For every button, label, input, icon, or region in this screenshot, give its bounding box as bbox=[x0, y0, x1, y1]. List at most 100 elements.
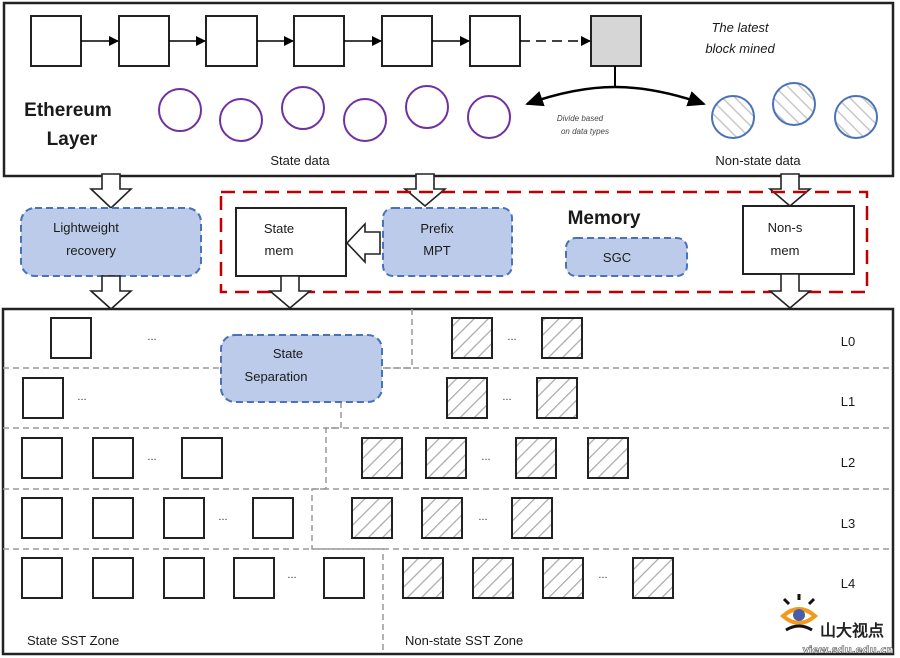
state-data-circle bbox=[281, 86, 325, 130]
state-sst bbox=[22, 377, 64, 419]
latest-block-label-line1: The latest bbox=[711, 20, 769, 35]
watermark-url: view.sdu.edu.cn bbox=[802, 645, 893, 656]
non-state-mem bbox=[742, 205, 855, 275]
prefix-mpt-module bbox=[382, 207, 513, 277]
non-state-sst bbox=[536, 377, 578, 419]
middle-layer: Lightweight recovery Memory State mem Pr… bbox=[20, 173, 869, 311]
non-state-sst bbox=[421, 497, 463, 539]
state-data-circle bbox=[467, 95, 511, 139]
storage-layer: ... ... L0 State Separation ... ... L1 .… bbox=[1, 307, 895, 656]
ethereum-layer-title-line2: Layer bbox=[47, 129, 98, 150]
ellipsis: ... bbox=[507, 331, 516, 343]
state-mem bbox=[235, 207, 347, 277]
non-state-sst-zone-label: Non-state SST Zone bbox=[405, 633, 523, 648]
state-sst bbox=[181, 437, 223, 479]
block bbox=[30, 15, 82, 67]
level-label: L2 bbox=[841, 455, 855, 470]
zone-separator bbox=[383, 309, 413, 369]
lightweight-recovery-line2: recovery bbox=[66, 243, 116, 258]
non-state-sst bbox=[425, 437, 467, 479]
state-data-circle bbox=[343, 98, 387, 142]
non-state-sst bbox=[361, 437, 403, 479]
non-state-sst bbox=[446, 377, 488, 419]
level-label: L0 bbox=[841, 334, 855, 349]
level-label: L4 bbox=[841, 576, 855, 591]
prefix-mpt-line1: Prefix bbox=[420, 221, 454, 236]
state-sst bbox=[252, 497, 294, 539]
non-state-sst bbox=[515, 437, 557, 479]
ellipsis: ... bbox=[218, 511, 227, 523]
state-sst bbox=[21, 557, 63, 599]
sgc-module bbox=[565, 237, 688, 277]
state-mem-line2: mem bbox=[265, 243, 294, 258]
non-state-mem-line1: Non-s bbox=[768, 220, 803, 235]
lightweight-recovery-module bbox=[20, 207, 202, 277]
flow-arrow-down bbox=[402, 173, 448, 208]
ethereum-layer: Ethereum Layer The latest block mined Di… bbox=[2, 1, 895, 178]
storage-frame bbox=[1, 307, 895, 656]
state-sst-zone-label: State SST Zone bbox=[27, 633, 119, 648]
prefix-mpt-line2: MPT bbox=[423, 243, 451, 258]
state-sst bbox=[163, 557, 205, 599]
latest-block bbox=[590, 15, 642, 67]
ellipsis: ... bbox=[478, 511, 487, 523]
ellipsis: ... bbox=[287, 569, 296, 581]
non-state-sst bbox=[587, 437, 629, 479]
watermark-text: 山大视点 bbox=[820, 621, 884, 640]
ellipsis: ... bbox=[502, 391, 511, 403]
non-state-data-label: Non-state data bbox=[715, 153, 801, 168]
non-state-sst bbox=[632, 557, 674, 599]
block bbox=[118, 15, 170, 67]
flow-arrow-down bbox=[767, 273, 813, 310]
divide-arrow-right bbox=[614, 85, 706, 107]
ellipsis: ... bbox=[77, 391, 86, 403]
state-sst bbox=[50, 317, 92, 359]
block bbox=[381, 15, 433, 67]
state-sst bbox=[323, 557, 365, 599]
state-sst bbox=[21, 497, 63, 539]
flow-arrow-left bbox=[345, 221, 381, 265]
non-state-sst bbox=[351, 497, 393, 539]
state-sst bbox=[92, 437, 134, 479]
non-state-sst bbox=[402, 557, 444, 599]
state-data-label: State data bbox=[270, 153, 330, 168]
non-state-sst bbox=[451, 317, 493, 359]
ellipsis: ... bbox=[481, 451, 490, 463]
flow-arrow-down bbox=[767, 173, 813, 208]
state-data-circle bbox=[158, 88, 202, 132]
state-sst bbox=[21, 437, 63, 479]
non-state-data-circle bbox=[834, 95, 878, 139]
ellipsis: ... bbox=[147, 451, 156, 463]
eye-logo-icon bbox=[779, 594, 819, 632]
latest-block-label-line2: block mined bbox=[705, 41, 775, 56]
watermark: 山大视点 view.sdu.edu.cn bbox=[779, 594, 894, 656]
block bbox=[293, 15, 345, 67]
state-separation-line2: Separation bbox=[245, 369, 308, 384]
non-state-sst bbox=[472, 557, 514, 599]
divide-label-line2: on data types bbox=[561, 127, 609, 136]
lightweight-recovery-line1: Lightweight bbox=[53, 220, 119, 235]
state-data-circle bbox=[405, 85, 449, 129]
memory-title: Memory bbox=[568, 208, 641, 229]
block bbox=[469, 15, 521, 67]
state-sst bbox=[92, 557, 134, 599]
non-state-sst bbox=[541, 317, 583, 359]
state-separation-module bbox=[220, 334, 383, 403]
sgc-label: SGC bbox=[603, 250, 631, 265]
state-sst bbox=[92, 497, 134, 539]
non-state-data-circle bbox=[772, 82, 816, 126]
ellipsis: ... bbox=[598, 569, 607, 581]
state-mem-line1: State bbox=[264, 221, 294, 236]
state-separation-line1: State bbox=[273, 346, 303, 361]
memory-container bbox=[219, 190, 869, 294]
flow-arrow-down bbox=[88, 275, 134, 311]
level-label: L1 bbox=[841, 394, 855, 409]
zone-separator bbox=[311, 488, 384, 654]
ellipsis: ... bbox=[147, 331, 156, 343]
divide-label-line1: Divide based bbox=[557, 114, 604, 123]
ethereum-layer-title-line1: Ethereum bbox=[24, 100, 112, 121]
level-label: L3 bbox=[841, 516, 855, 531]
state-sst bbox=[233, 557, 275, 599]
block bbox=[205, 15, 258, 67]
